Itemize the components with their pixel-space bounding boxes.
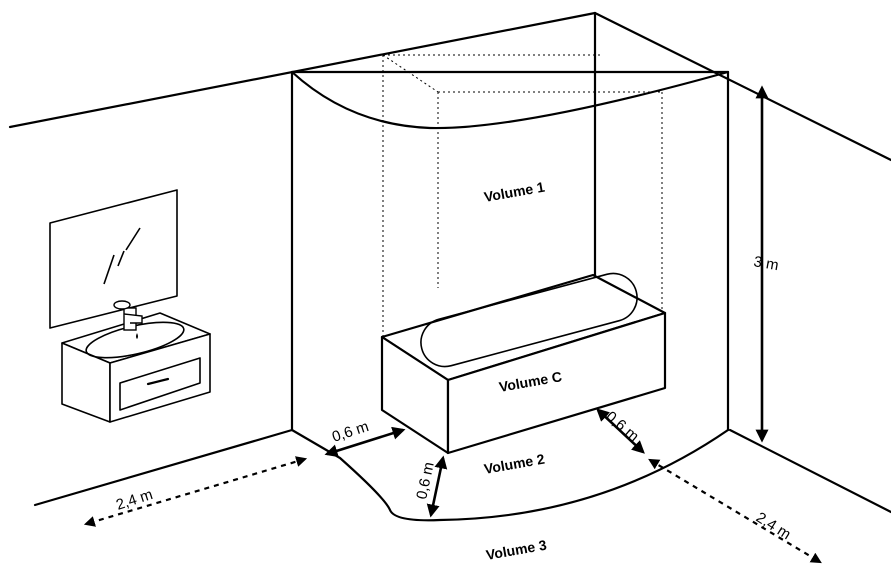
- extension-arrows: [83, 456, 822, 564]
- volume-2-label: Volume 2: [483, 451, 546, 477]
- zone-outlines: [290, 70, 730, 522]
- volume-1-label: Volume 1: [483, 179, 546, 205]
- faucet-icon: [113, 300, 143, 339]
- volume-3-label: Volume 3: [485, 537, 548, 563]
- dimension-arrows: [324, 85, 769, 518]
- right-extension-label: 2,4 m: [753, 509, 794, 543]
- left-extension-label: 2,4 m: [114, 486, 155, 514]
- right-gap-dimension-label: 0,6 m: [602, 408, 642, 445]
- projection-lines: [382, 54, 663, 336]
- bathtub-icon: [380, 272, 667, 455]
- height-dimension-label: 3 m: [752, 253, 780, 274]
- mirror-icon: [49, 189, 178, 329]
